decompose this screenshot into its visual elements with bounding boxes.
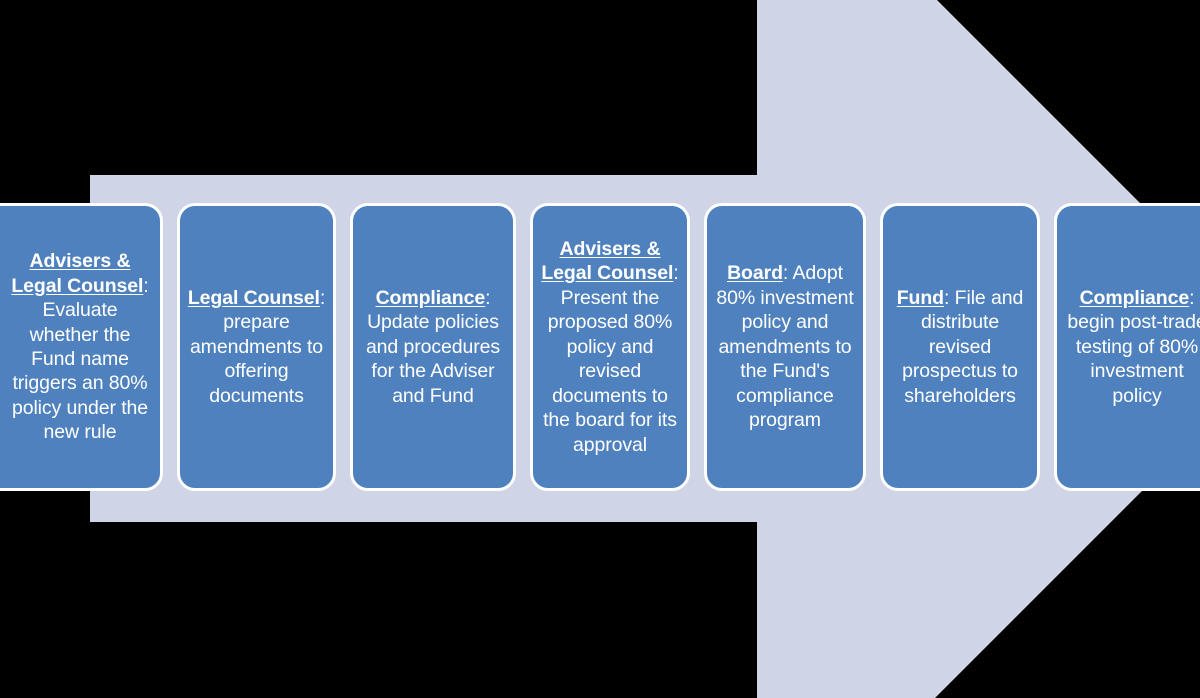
process-step-6-separator: : bbox=[944, 286, 950, 309]
process-step-2[interactable]: Legal Counsel: prepare amendments to off… bbox=[177, 203, 336, 491]
process-step-3-text: Compliance: Update policies and procedur… bbox=[360, 286, 506, 408]
process-step-5-separator: : bbox=[782, 262, 789, 285]
process-step-5-text: Board: Adopt 80% investment policy and a… bbox=[714, 261, 856, 432]
process-step-3-action: Update policies and procedures for the A… bbox=[365, 311, 501, 407]
process-step-4-text: Advisers & Legal Counsel: Present the pr… bbox=[540, 237, 680, 457]
process-step-7[interactable]: Compliance: begin post-trade testing of … bbox=[1054, 203, 1200, 491]
process-step-1-separator: : bbox=[143, 274, 149, 297]
process-step-1-role: Advisers & Legal Counsel bbox=[11, 250, 144, 297]
process-step-7-role: Compliance bbox=[1079, 286, 1190, 309]
process-step-1-text: Advisers & Legal Counsel: Evaluate wheth… bbox=[7, 249, 153, 445]
process-step-4[interactable]: Advisers & Legal Counsel: Present the pr… bbox=[530, 203, 690, 491]
process-step-5[interactable]: Board: Adopt 80% investment policy and a… bbox=[704, 203, 866, 491]
process-step-6-role: Fund bbox=[896, 286, 944, 309]
process-step-7-separator: : bbox=[1189, 286, 1195, 309]
process-step-5-role: Board bbox=[727, 262, 783, 285]
process-step-2-text: Legal Counsel: prepare amendments to off… bbox=[187, 286, 326, 408]
process-step-2-action: prepare amendments to offering documents bbox=[189, 311, 324, 407]
process-step-3-separator: : bbox=[485, 286, 491, 309]
process-step-6-action: File and distribute revised prospectus t… bbox=[902, 286, 1024, 407]
process-step-7-text: Compliance: begin post-trade testing of … bbox=[1064, 286, 1200, 408]
process-step-4-separator: : bbox=[673, 262, 679, 285]
process-step-6-text: Fund: File and distribute revised prospe… bbox=[890, 286, 1030, 408]
process-step-2-separator: : bbox=[319, 286, 326, 309]
process-step-5-action: Adopt 80% investment policy and amendmen… bbox=[716, 262, 854, 432]
process-step-3-role: Compliance bbox=[375, 286, 486, 309]
process-step-1[interactable]: Advisers & Legal Counsel: Evaluate wheth… bbox=[0, 203, 163, 491]
process-steps-row: Advisers & Legal Counsel: Evaluate wheth… bbox=[0, 203, 1200, 491]
process-step-7-action: begin post-trade testing of 80% investme… bbox=[1067, 311, 1200, 407]
process-step-4-action: Present the proposed 80% policy and revi… bbox=[543, 286, 677, 456]
process-step-3[interactable]: Compliance: Update policies and procedur… bbox=[350, 203, 516, 491]
process-step-6[interactable]: Fund: File and distribute revised prospe… bbox=[880, 203, 1040, 491]
process-step-4-role: Advisers & Legal Counsel bbox=[541, 237, 674, 285]
process-step-2-role: Legal Counsel bbox=[187, 286, 320, 309]
process-step-1-action: Evaluate whether the Fund name triggers … bbox=[11, 299, 149, 444]
